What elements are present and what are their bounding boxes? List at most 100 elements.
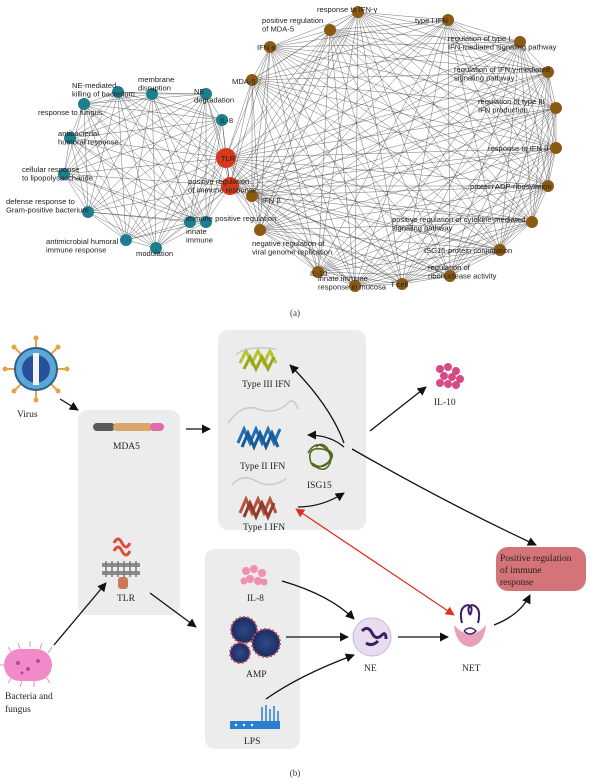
node-mucosa bbox=[349, 280, 361, 292]
node-ne_killing bbox=[112, 86, 124, 98]
node-type_i bbox=[442, 14, 454, 26]
network-edge bbox=[499, 41, 521, 251]
network-edge bbox=[83, 103, 191, 223]
network-edge bbox=[259, 229, 451, 277]
network-edge bbox=[354, 283, 403, 287]
node-ne_deg bbox=[200, 88, 212, 100]
network-edge bbox=[401, 275, 451, 285]
network-edge bbox=[329, 29, 521, 43]
network-edge bbox=[251, 19, 449, 81]
posreg-line1: Positive regulation bbox=[500, 554, 572, 564]
network-edge bbox=[151, 93, 231, 187]
network-edge bbox=[225, 79, 253, 159]
node-reg_type_iii bbox=[550, 102, 562, 114]
network-edge bbox=[63, 157, 227, 175]
node-isg15 bbox=[494, 244, 506, 256]
isg15-icon bbox=[307, 443, 334, 471]
network-edge bbox=[125, 221, 191, 241]
network-edge bbox=[251, 79, 557, 149]
network-edge bbox=[269, 46, 557, 149]
network-edge bbox=[69, 137, 207, 223]
node-il8 bbox=[216, 114, 228, 126]
network-edge bbox=[251, 195, 403, 285]
network-edge bbox=[87, 185, 231, 213]
network-edge bbox=[547, 71, 557, 109]
network-edge bbox=[117, 91, 227, 159]
network-edge bbox=[69, 137, 191, 223]
network-edge bbox=[229, 185, 533, 223]
network-edge bbox=[69, 137, 231, 187]
tlr-label: TLR bbox=[117, 594, 136, 604]
network-edge bbox=[225, 157, 356, 287]
isg15-label: ISG15 bbox=[307, 481, 332, 491]
network-edge bbox=[229, 11, 359, 187]
tlr-icon bbox=[102, 537, 140, 589]
network-edge bbox=[251, 79, 549, 187]
network-edge bbox=[317, 71, 549, 273]
mda5-label: MDA5 bbox=[113, 442, 140, 452]
network-edge bbox=[229, 185, 403, 285]
network-edge bbox=[269, 46, 451, 277]
network-edge bbox=[63, 173, 127, 241]
network-edge bbox=[69, 103, 85, 139]
network-edge bbox=[259, 107, 557, 231]
network-edge bbox=[229, 185, 451, 277]
network-edge bbox=[251, 79, 319, 273]
network-edge bbox=[117, 91, 191, 223]
ne-icon bbox=[352, 617, 392, 657]
network-edge bbox=[63, 173, 89, 213]
ne-label: NE bbox=[364, 664, 377, 674]
type-ii-ifn-label: Type II IFN bbox=[240, 462, 285, 472]
network-edge bbox=[259, 71, 549, 231]
network-edge bbox=[125, 185, 231, 241]
network-edge bbox=[317, 221, 533, 273]
network-edge bbox=[155, 221, 191, 249]
network-edge bbox=[229, 19, 449, 187]
type-ii-ifn-icon bbox=[227, 400, 299, 451]
node-tlr bbox=[216, 148, 236, 168]
node-label-type_i: type I IFN bbox=[415, 16, 448, 25]
node-label-mda5: MDA-5 bbox=[232, 77, 256, 86]
network-edge bbox=[251, 195, 356, 287]
network-edge bbox=[251, 29, 331, 81]
node-adp bbox=[542, 180, 554, 192]
node-label-ifnb: IFN β bbox=[262, 196, 281, 205]
network-edge bbox=[401, 185, 549, 285]
node-label-ifn_gamma: response to IFN-γ bbox=[317, 5, 378, 14]
receptor-box bbox=[78, 410, 180, 615]
network-edge bbox=[401, 221, 533, 285]
network-edge bbox=[87, 211, 191, 223]
network-edge bbox=[155, 119, 223, 249]
node-membrane bbox=[146, 88, 158, 100]
network-edge bbox=[87, 157, 227, 213]
node-label-cytokine: positive regulation of cytokine-mediated… bbox=[392, 215, 525, 233]
node-label-resp_ifn_b: response to IFN β bbox=[488, 144, 549, 153]
network-edge bbox=[519, 41, 557, 109]
network-edge bbox=[155, 93, 207, 249]
network-edge bbox=[357, 11, 557, 149]
network-edge bbox=[447, 19, 521, 43]
network-edge bbox=[401, 107, 557, 285]
network-edge bbox=[357, 11, 403, 285]
network-edge bbox=[354, 19, 449, 287]
mda5-icon bbox=[93, 423, 164, 431]
node-viral bbox=[254, 224, 266, 236]
network-edge bbox=[317, 41, 521, 273]
network-edge bbox=[354, 41, 521, 287]
network-edge bbox=[269, 46, 501, 251]
network-edge bbox=[151, 93, 157, 249]
node-ifn_gamma bbox=[352, 6, 364, 18]
node-label-il8: IL-8 bbox=[220, 116, 233, 125]
network-edge bbox=[317, 185, 549, 273]
network-edge bbox=[229, 29, 331, 187]
network-edge bbox=[205, 157, 227, 223]
network-edge bbox=[259, 229, 356, 287]
network-edge bbox=[354, 11, 359, 287]
il8-label: IL-8 bbox=[247, 594, 264, 604]
network-edge bbox=[251, 46, 271, 197]
